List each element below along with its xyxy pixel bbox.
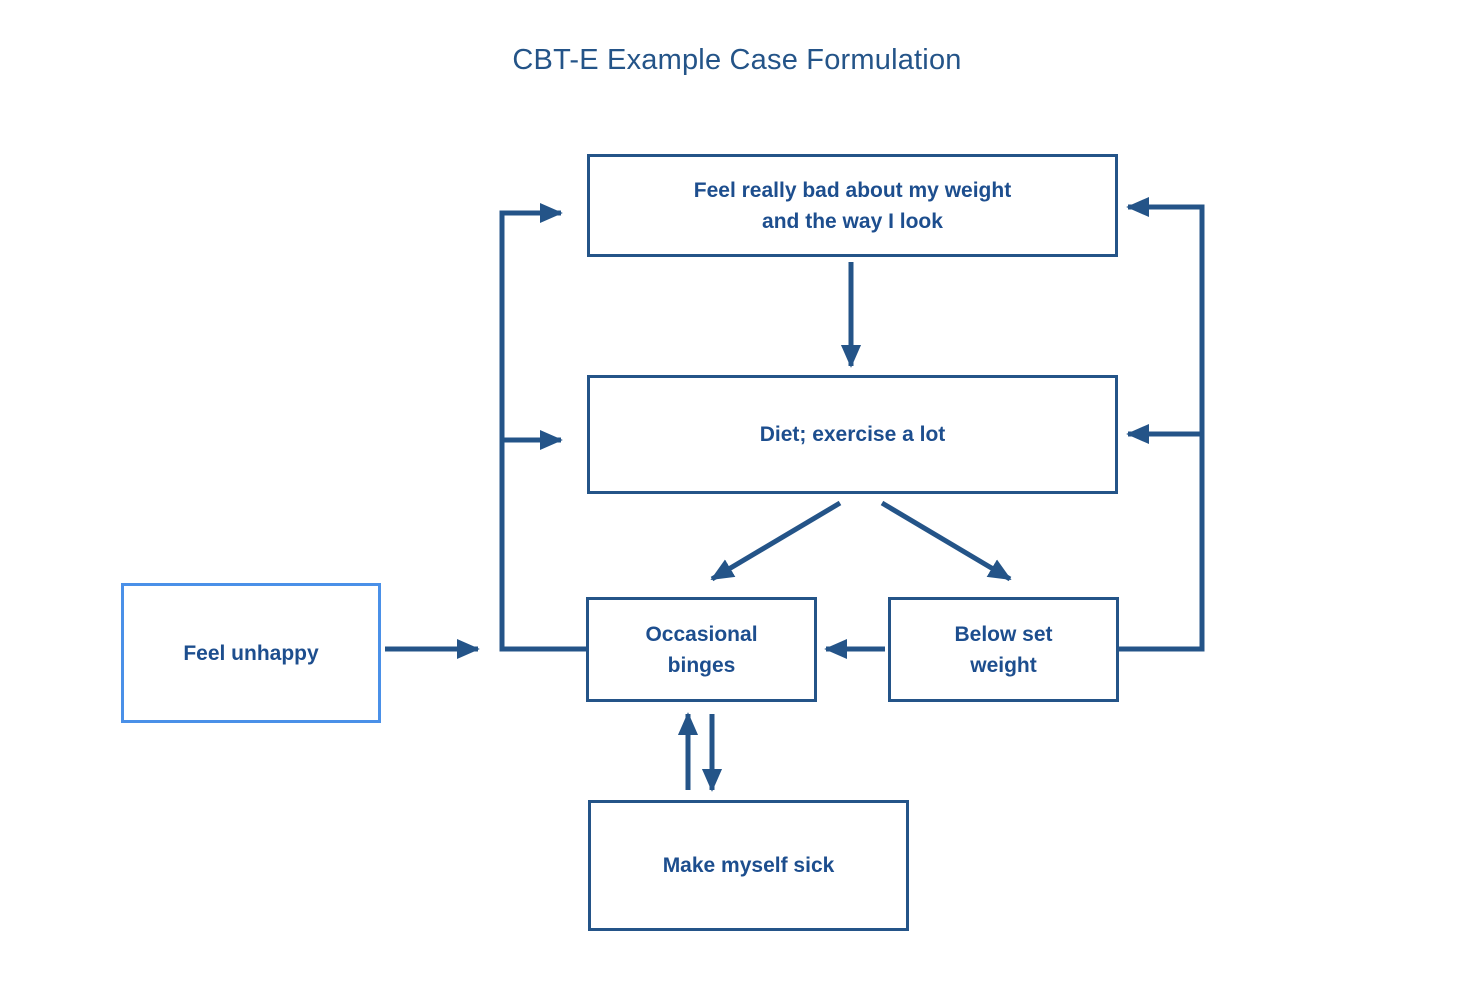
node-label: Below set weight	[954, 622, 1053, 677]
page-title: CBT-E Example Case Formulation	[512, 44, 962, 76]
node-label: Occasional binges	[645, 622, 758, 677]
node-feel-bad-about-weight[interactable]: Feel really bad about my weight and the …	[587, 154, 1118, 257]
node-label: Feel really bad about my weight and the …	[693, 178, 1012, 233]
node-feel-unhappy[interactable]: Feel unhappy	[121, 583, 381, 723]
node-label: Make myself sick	[662, 854, 835, 877]
edge-binges-to-body-image	[499, 202, 586, 652]
edge-setweight-to-body-image	[1119, 196, 1205, 652]
node-occasional-binges[interactable]: Occasional binges	[586, 597, 817, 702]
node-label: Diet; exercise a lot	[759, 423, 946, 446]
node-make-myself-sick[interactable]: Make myself sick	[588, 800, 909, 931]
edge-diet-to-setweight	[880, 500, 1012, 582]
node-diet-exercise[interactable]: Diet; exercise a lot	[587, 375, 1118, 494]
node-label: Feel unhappy	[183, 641, 319, 665]
edge-diet-to-binges	[710, 500, 842, 582]
node-below-set-weight[interactable]: Below set weight	[888, 597, 1119, 702]
